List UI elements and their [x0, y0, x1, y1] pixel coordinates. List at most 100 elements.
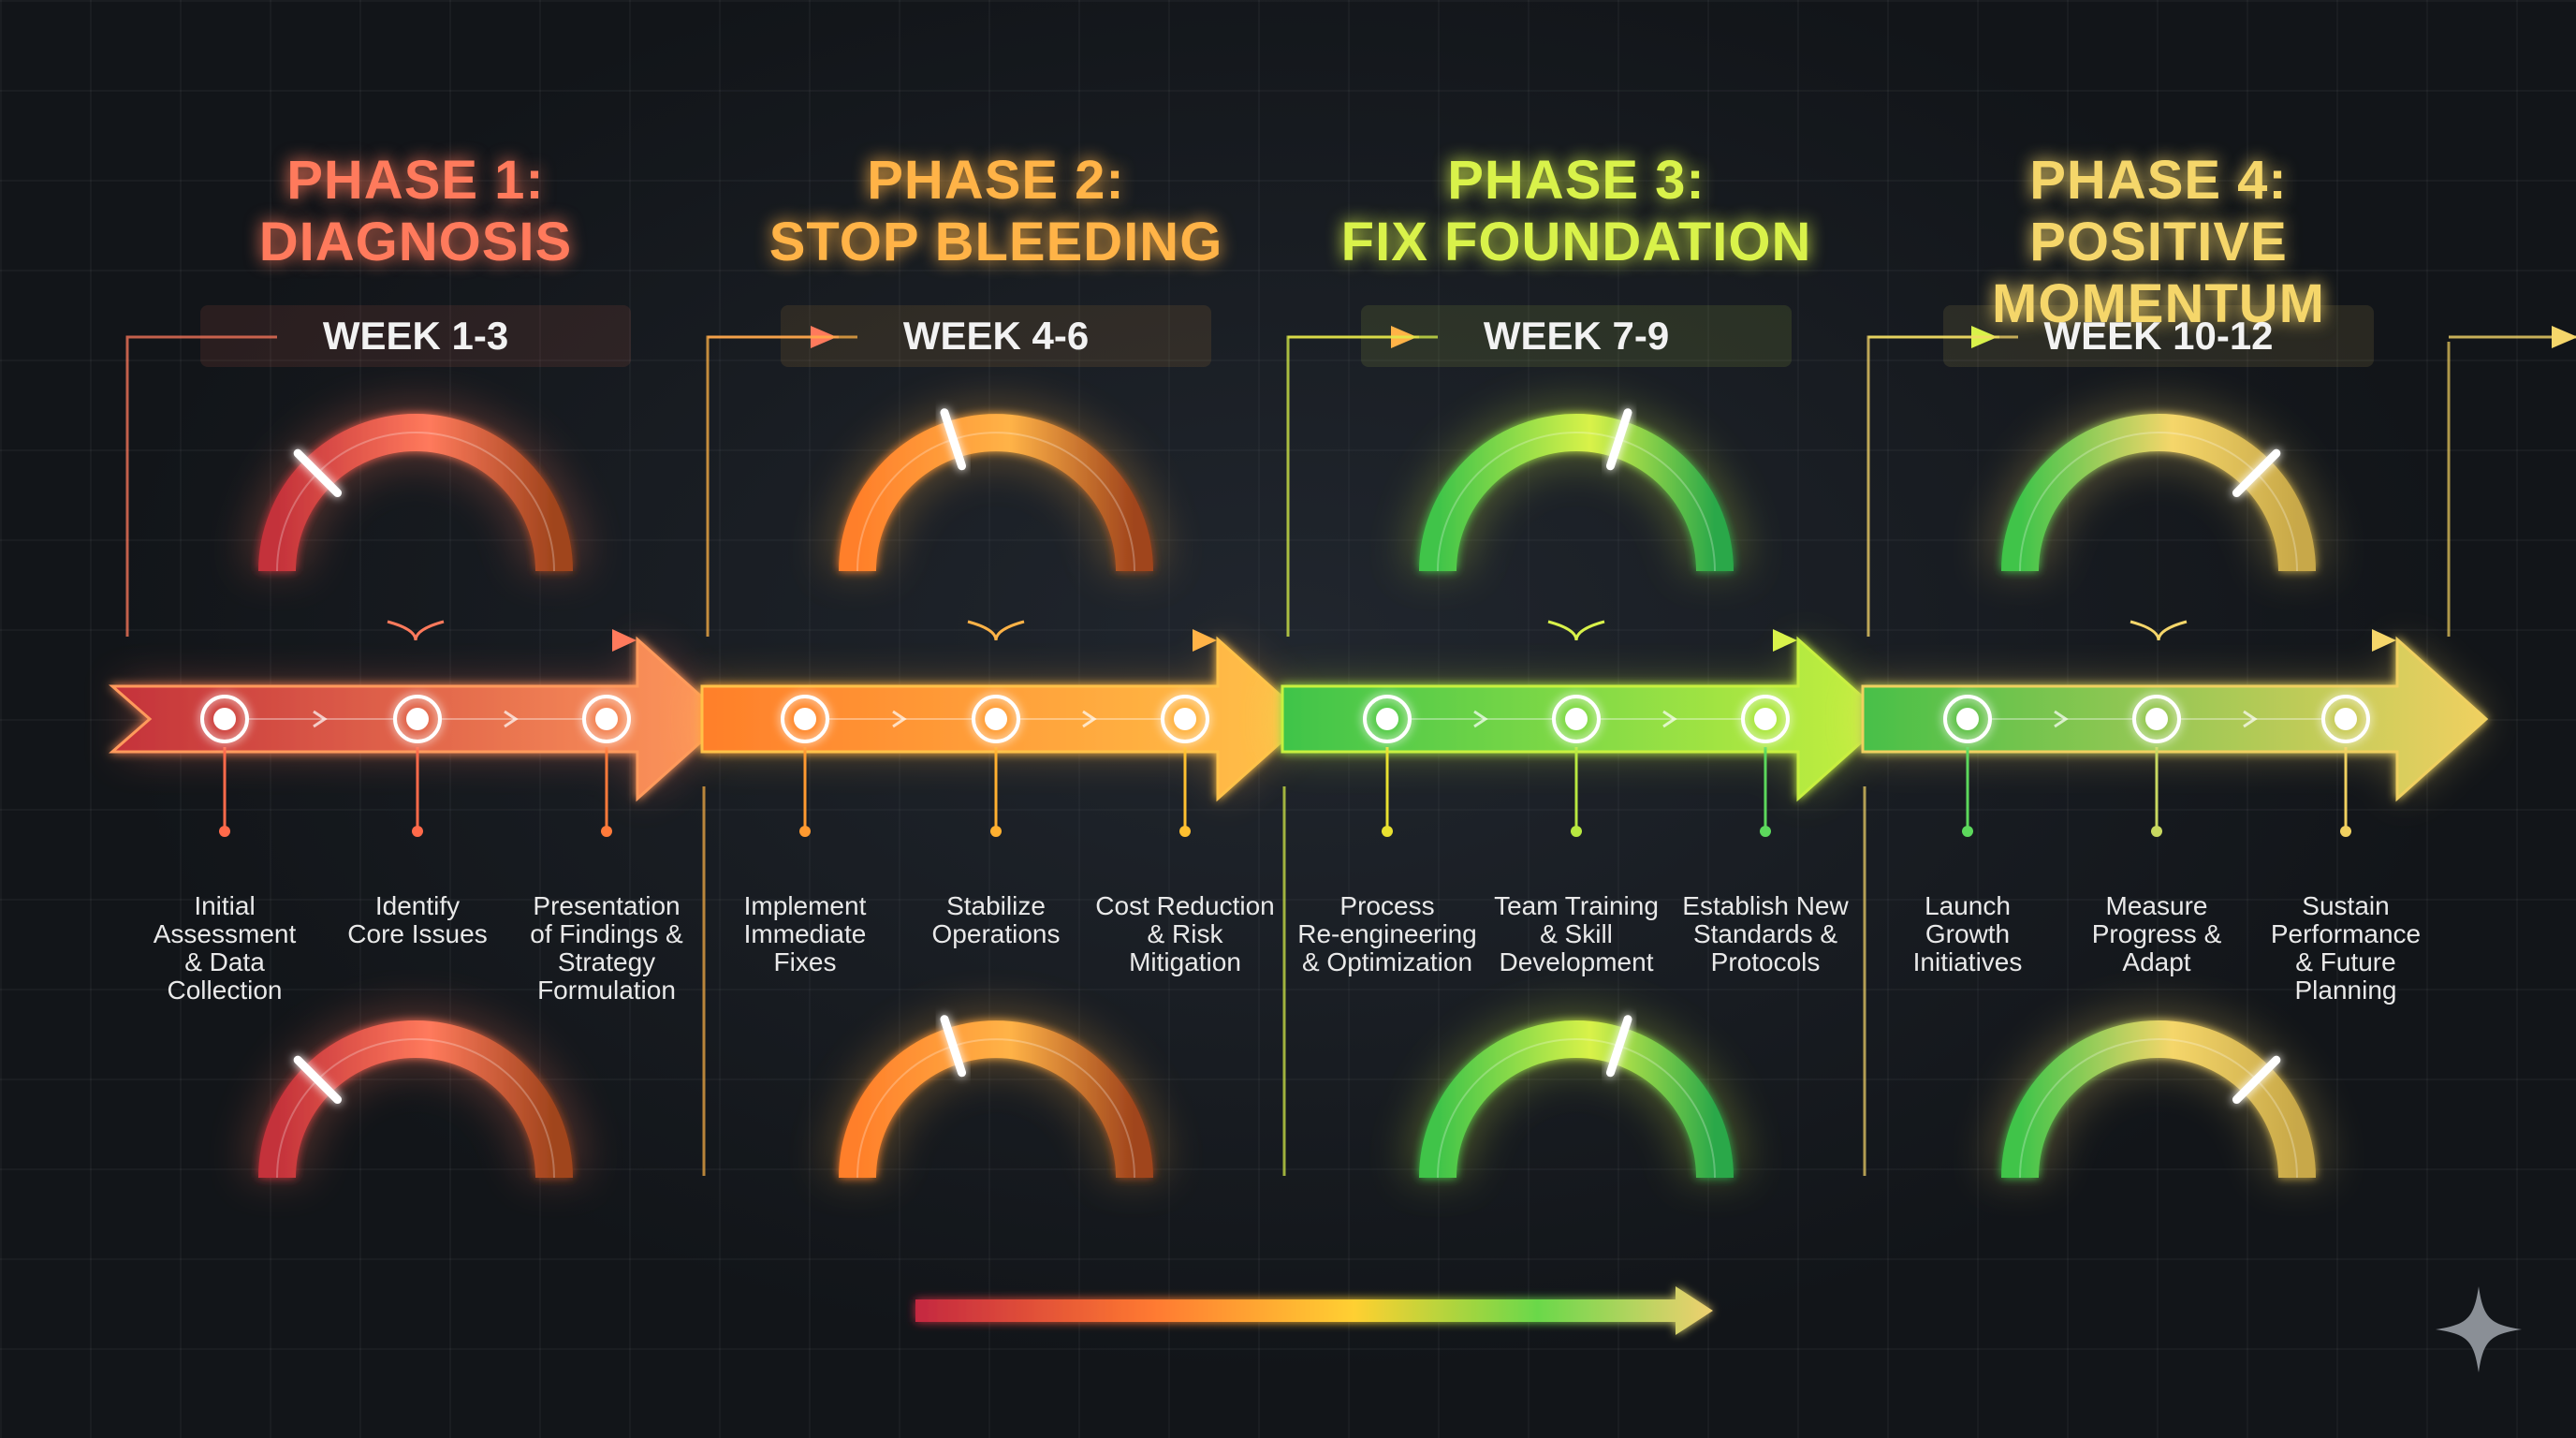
phase-bracket-3 [1286, 335, 1438, 637]
week-node-7 [1376, 708, 1398, 730]
week-range-2: WEEK 4-6 [902, 314, 1090, 358]
gauge-arc-top-1 [258, 414, 573, 572]
gauge-needle-bottom-1 [293, 1055, 343, 1105]
week-node-ring-3 [582, 695, 631, 743]
gauge-rim-bottom-4 [2019, 1038, 2298, 1179]
week-node-ring-1 [200, 695, 249, 743]
week-node-ring-9 [1741, 695, 1790, 743]
gauge-arc-bottom-2 [839, 1020, 1153, 1179]
week-node-4 [794, 708, 816, 730]
week-desc-line: Formulation [537, 976, 676, 1005]
week-desc-line: Fixes [773, 947, 837, 976]
week-node-3 [595, 708, 618, 730]
week-desc-line: Identify [374, 891, 461, 920]
week-desc-line: & Risk [1147, 919, 1223, 948]
week-node-6 [1174, 708, 1196, 730]
week-node-ring-11 [2132, 695, 2181, 743]
progress-arrowhead-3 [1773, 629, 1797, 652]
gauge-rim-top-3 [1437, 432, 1716, 572]
gauge-rim-bottom-3 [1437, 1038, 1716, 1179]
phase-title-line: PHASE 2: [867, 150, 1125, 211]
gauge-arc-top-4 [2001, 414, 2316, 572]
phase-title-line: STOP BLEEDING [768, 212, 1223, 272]
phase-brace-3 [1547, 620, 1605, 641]
week-desc-line: Progress & [2091, 919, 2222, 948]
gauge-arc-top-3 [1419, 414, 1734, 572]
gauge-needle-bottom-4 [2232, 1055, 2281, 1105]
week-desc-line: Assessment [153, 919, 297, 948]
gauge-rim-bottom-1 [276, 1038, 555, 1179]
week-desc-line: & Skill [1540, 919, 1613, 948]
week-desc-line: Development [1499, 947, 1654, 976]
chevron-icon [1473, 710, 1488, 728]
week-desc-line: Sustain [2302, 891, 2390, 920]
week-desc-line: Implement [743, 891, 867, 920]
phase-title-line: FIX FOUNDATION [1340, 212, 1812, 272]
week-desc-line: Planning [2294, 976, 2397, 1005]
week-desc-line: Immediate [743, 919, 867, 948]
phase-bracket-1 [125, 335, 277, 637]
week-desc-line: Establish New [1682, 891, 1849, 920]
phase-brace-4 [2130, 620, 2188, 641]
week-node-1 [213, 708, 236, 730]
gauge-arc-bottom-4 [2001, 1020, 2316, 1179]
week-node-ring-6 [1161, 695, 1209, 743]
week-stem-dot-8 [1571, 826, 1582, 837]
gauge-arc-top-2 [839, 414, 1153, 572]
phase-arrow-4 [1861, 636, 2489, 802]
week-node-ring-8 [1552, 695, 1601, 743]
phase-title-line: DIAGNOSIS [258, 212, 573, 272]
week-node-11 [2145, 708, 2168, 730]
week-desc-line: Presentation [533, 891, 681, 920]
week-desc-line: Mitigation [1129, 947, 1241, 976]
week-band-bg-1 [200, 305, 631, 367]
week-node-8 [1565, 708, 1588, 730]
phase-title-line: POSITIVE MOMENTUM [1992, 212, 2325, 334]
week-stem-dot-6 [1179, 826, 1191, 837]
week-desc-line: & Optimization [1301, 947, 1473, 976]
week-range-1: WEEK 1-3 [322, 314, 509, 358]
gauge-needle-top-3 [1605, 408, 1632, 471]
progress-arrowhead-4 [2372, 629, 2396, 652]
phase-bracket-2 [706, 335, 857, 637]
week-desc-line: Measure [2105, 891, 2208, 920]
week-desc-line: Stabilize [946, 891, 1046, 920]
gauge-arc-bottom-1 [258, 1020, 573, 1179]
week-desc-line: Process [1339, 891, 1435, 920]
week-desc-line: Operations [931, 919, 1061, 948]
week-range-4: WEEK 10-12 [2043, 314, 2274, 358]
phase-bracket-4 [1866, 335, 2018, 637]
gauge-needle-top-1 [293, 448, 343, 498]
week-node-ring-7 [1363, 695, 1412, 743]
week-node-ring-10 [1943, 695, 1992, 743]
chevron-icon [313, 710, 328, 728]
sparkle-icon [2432, 1283, 2525, 1376]
week-desc-line: & Future [2295, 947, 2396, 976]
week-desc-line: Initiatives [1912, 947, 2023, 976]
week-desc-line: Initial [194, 891, 256, 920]
week-stem-dot-9 [1760, 826, 1771, 837]
week-node-10 [1956, 708, 1979, 730]
week-stem-dot-1 [219, 826, 230, 837]
chevron-icon [2243, 710, 2258, 728]
week-desc-line: Team Training [1494, 891, 1659, 920]
gauge-arc-bottom-3 [1419, 1020, 1734, 1179]
week-desc-line: Growth [1925, 919, 2011, 948]
week-desc-line: Launch [1925, 891, 2011, 920]
chevron-icon [892, 710, 907, 728]
chevron-icon [1082, 710, 1097, 728]
week-desc-line: Cost Reduction [1095, 891, 1275, 920]
week-desc-line: Re-engineering [1297, 919, 1477, 948]
chevron-icon [504, 710, 519, 728]
week-desc-line: Strategy [557, 947, 656, 976]
gauge-rim-bottom-2 [856, 1038, 1135, 1179]
week-band-bg-3 [1361, 305, 1792, 367]
gauge-rim-top-1 [276, 432, 555, 572]
